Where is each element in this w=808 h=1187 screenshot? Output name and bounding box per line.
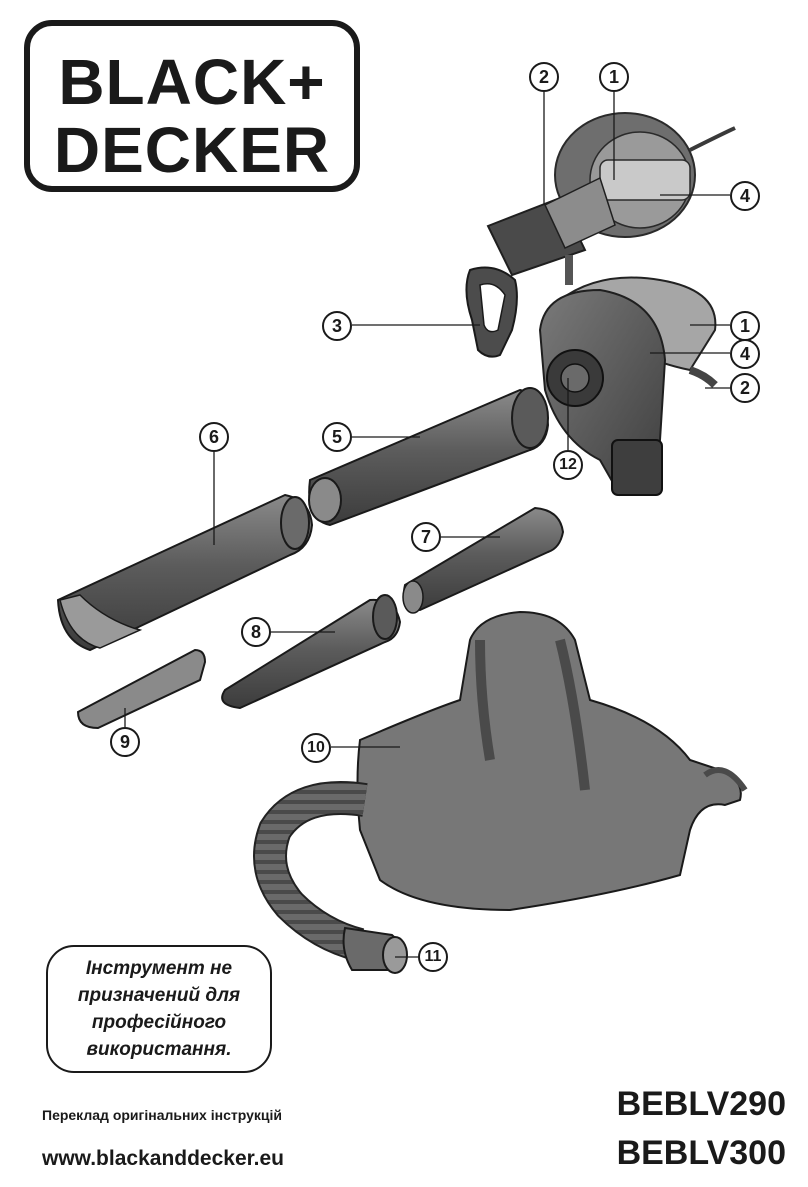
note-line: призначений для xyxy=(77,985,241,1006)
callout-1-top: 1 xyxy=(599,62,629,92)
callout-2-side: 2 xyxy=(730,373,760,403)
callout-5: 5 xyxy=(322,422,352,452)
callout-6: 6 xyxy=(199,422,229,452)
callout-9: 9 xyxy=(110,727,140,757)
blower-cutaway-view xyxy=(486,112,736,277)
callout-7: 7 xyxy=(411,522,441,552)
non-professional-use-note: Інструмент не призначений для професійно… xyxy=(46,945,272,1073)
brand-logo: BLACK+ DECKER xyxy=(24,20,360,192)
concentrator-tube xyxy=(221,594,402,710)
callout-10: 10 xyxy=(301,733,331,763)
collection-bag xyxy=(356,610,748,912)
leader-lines xyxy=(124,92,730,958)
callout-2-top: 2 xyxy=(529,62,559,92)
website-link[interactable]: www.blackanddecker.eu xyxy=(42,1147,284,1170)
callout-4-side: 4 xyxy=(730,339,760,369)
translation-notice: Переклад оригінальних інструкцій xyxy=(42,1107,282,1123)
vacuum-hose xyxy=(253,781,408,974)
callout-3: 3 xyxy=(322,311,352,341)
callout-12: 12 xyxy=(553,450,583,480)
brand-logo-line1: BLACK+ xyxy=(58,46,326,118)
model-number: BEBLV290 xyxy=(616,1085,786,1123)
brand-logo-line2: DECKER xyxy=(53,114,331,186)
note-line: професійного xyxy=(91,1012,227,1033)
blower-tube-upper xyxy=(308,387,550,527)
model-number: BEBLV300 xyxy=(616,1134,786,1172)
callout-8: 8 xyxy=(241,617,271,647)
note-line: використання. xyxy=(86,1039,232,1060)
scraper-nozzle xyxy=(76,648,207,730)
blower-nozzle xyxy=(56,493,314,652)
callout-1-side: 1 xyxy=(730,311,760,341)
callout-11: 11 xyxy=(418,942,448,972)
motor-housing xyxy=(538,255,718,497)
vacuum-tube xyxy=(402,506,565,614)
callout-4-top: 4 xyxy=(730,181,760,211)
note-line: Інструмент не xyxy=(85,958,233,979)
auxiliary-handle xyxy=(465,266,518,358)
